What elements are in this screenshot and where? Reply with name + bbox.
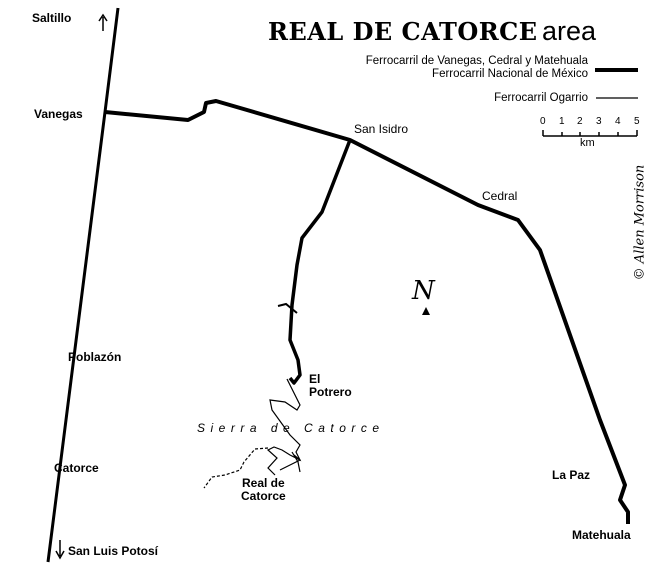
scale-tick: 1 xyxy=(559,116,565,127)
place-catorce: Catorce xyxy=(54,461,99,475)
legend-thin-label: Ferrocarril Ogarrio xyxy=(494,92,588,104)
place-vanegas: Vanegas xyxy=(34,107,83,121)
place-real-line2: Catorce xyxy=(241,489,286,503)
main-railway-line xyxy=(46,7,120,563)
arrow-up-icon xyxy=(98,13,108,31)
place-el-potrero-line2: Potrero xyxy=(309,385,352,399)
place-san-isidro: San Isidro xyxy=(354,122,409,136)
scale-bar xyxy=(542,130,638,137)
scale-tick: 0 xyxy=(540,116,546,127)
place-la-paz: La Paz xyxy=(552,468,591,482)
title-suffix: area xyxy=(542,16,597,46)
scale-unit: km xyxy=(580,137,595,149)
north-triangle-icon xyxy=(422,307,430,315)
place-cedral: Cedral xyxy=(482,189,518,203)
legend-thick-label: Ferrocarril de Vanegas, Cedral y Matehua… xyxy=(366,55,588,81)
place-saltillo: Saltillo xyxy=(32,11,72,25)
arrow-down-icon xyxy=(55,540,65,560)
branch-crossing-mark xyxy=(277,302,298,314)
place-matehuala: Matehuala xyxy=(572,528,631,542)
place-san-luis-potosi: San Luis Potosí xyxy=(68,544,159,558)
sierra-de-catorce-label: Sierra de Catorce xyxy=(197,421,385,435)
place-real-line1: Real de xyxy=(242,476,285,490)
legend-line2: Ferrocarril Nacional de México xyxy=(432,68,588,80)
legend-line1: Ferrocarril de Vanegas, Cedral y Matehua… xyxy=(365,55,588,67)
scale-tick: 4 xyxy=(615,116,621,127)
scale-tick: 2 xyxy=(577,116,583,127)
map-title: REAL DE CATORCE area xyxy=(268,16,596,47)
ogarrio-dashed-track xyxy=(203,447,269,489)
vanegas-cedral-matehuala-railway xyxy=(104,99,630,524)
san-isidro-potrero-branch xyxy=(288,139,352,385)
ogarrio-railway xyxy=(266,378,302,476)
north-arrow-icon: N xyxy=(412,276,435,306)
scale-tick: 5 xyxy=(634,116,640,127)
title-main: REAL DE CATORCE xyxy=(268,17,538,46)
scale-tick: 3 xyxy=(596,116,602,127)
place-el-potrero-line1: El xyxy=(309,372,321,386)
place-poblazon: Poblazón xyxy=(68,350,122,364)
copyright: © Allen Morrison xyxy=(632,164,648,281)
